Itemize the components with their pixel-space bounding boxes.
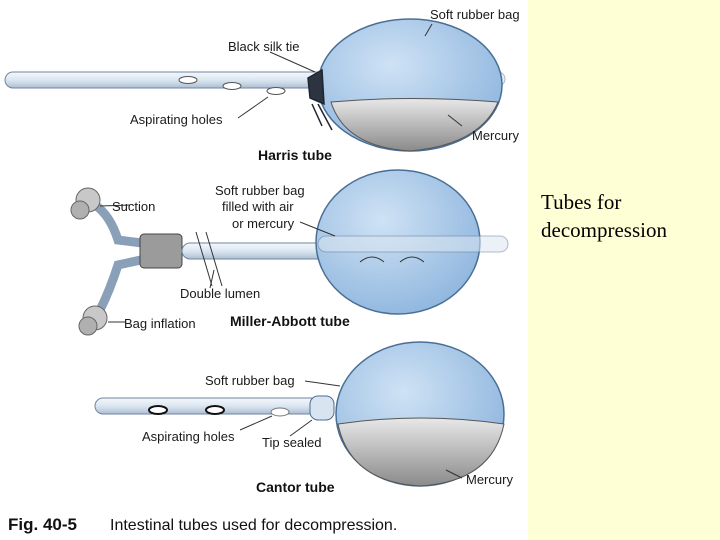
harris-mercury-label: Mercury xyxy=(472,128,519,143)
harris-tube-drawing xyxy=(4,18,506,152)
ma-bag-label-line2: filled with air xyxy=(222,199,294,214)
ma-bag-label-line3: or mercury xyxy=(232,216,295,231)
bag-inflation-label: Bag inflation xyxy=(124,316,196,331)
harris-hole xyxy=(266,87,286,95)
harris-mercury xyxy=(330,98,499,152)
cantor-bag-label: Soft rubber bag xyxy=(205,373,295,388)
harris-tube-body xyxy=(4,71,326,89)
inflation-connector xyxy=(78,316,98,336)
miller-abbott-tube-body xyxy=(181,242,333,260)
cantor-tube-name: Cantor tube xyxy=(256,479,335,495)
double-lumen-label: Double lumen xyxy=(180,286,260,301)
figure-caption: Intestinal tubes used for decompression. xyxy=(110,517,397,534)
cantor-tube-drawing xyxy=(94,341,505,487)
cantor-mercury-label: Mercury xyxy=(466,472,513,487)
harris-hole xyxy=(222,82,242,90)
cantor-mercury xyxy=(337,417,505,487)
cantor-tip-sealed xyxy=(309,395,335,421)
cantor-hole xyxy=(148,405,168,415)
tip-sealed-label: Tip sealed xyxy=(262,435,322,450)
figure-number: Fig. 40-5 xyxy=(8,515,77,534)
slide-title: Tubes for decompression xyxy=(541,190,667,242)
miller-abbott-inflation-branch xyxy=(95,253,151,313)
miller-abbott-drawing xyxy=(70,169,509,336)
cantor-hole xyxy=(205,405,225,415)
ma-bag-label-line1: Soft rubber bag xyxy=(215,183,305,198)
harris-holes-label: Aspirating holes xyxy=(130,112,223,127)
harris-bag-label: Soft rubber bag xyxy=(430,7,520,22)
harris-tube-name: Harris tube xyxy=(258,147,332,163)
miller-abbott-tube-through-bag xyxy=(317,235,509,253)
cantor-hole xyxy=(270,407,290,417)
figure-panel: Soft rubber bag Black silk tie Aspiratin… xyxy=(0,0,528,540)
harris-hole xyxy=(178,76,198,84)
cantor-holes-label: Aspirating holes xyxy=(142,429,235,444)
harris-silk-tie xyxy=(307,68,333,131)
double-lumen-coupler xyxy=(139,233,183,269)
harris-tie-label: Black silk tie xyxy=(228,39,300,54)
miller-abbott-tube-name: Miller-Abbott tube xyxy=(230,313,350,329)
intestinal-tubes-illustration: Soft rubber bag Black silk tie Aspiratin… xyxy=(4,7,520,534)
suction-connector xyxy=(70,200,90,220)
suction-label: Suction xyxy=(112,199,155,214)
